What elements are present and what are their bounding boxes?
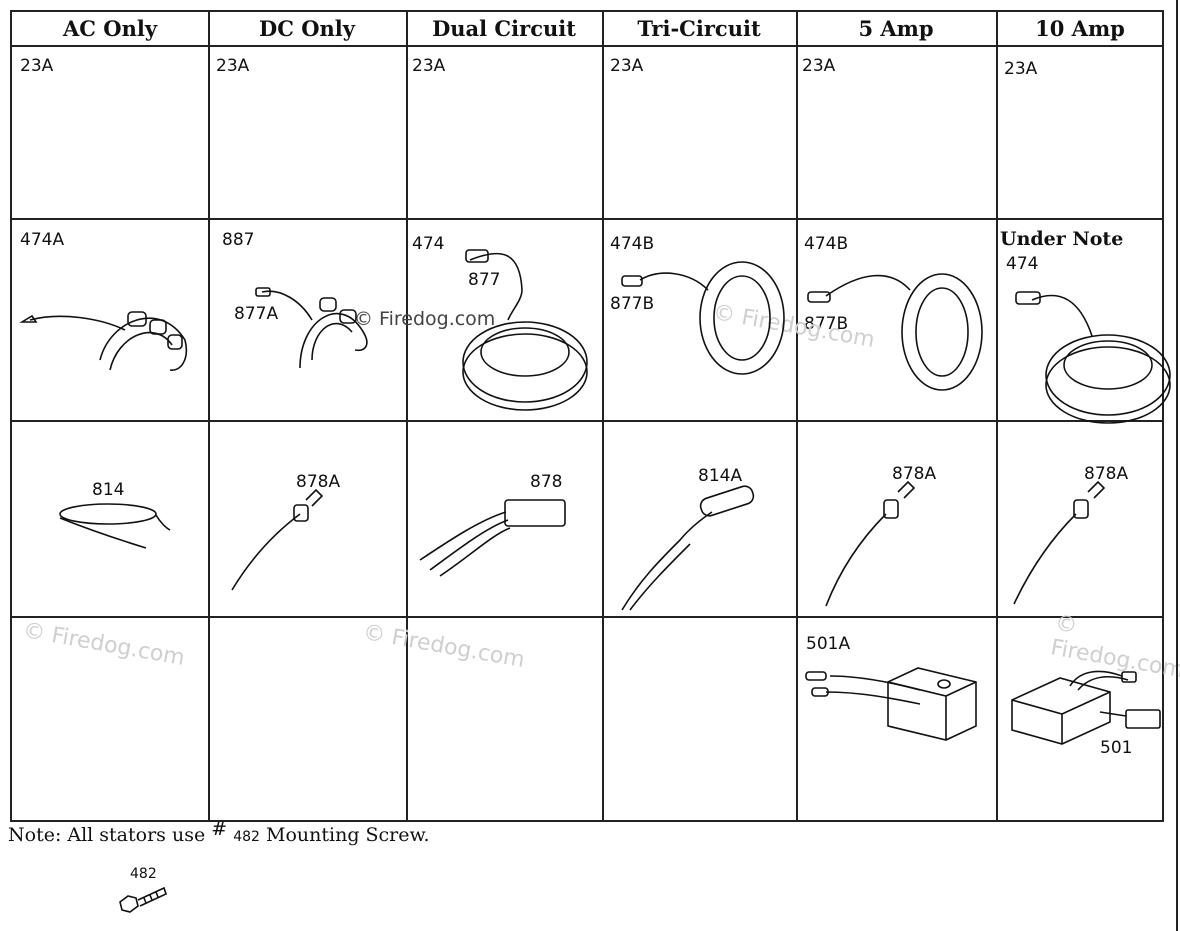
part-number-label: 23A xyxy=(610,56,644,76)
connector-878a-drawing xyxy=(231,488,324,591)
part-number-label: 887 xyxy=(222,230,255,250)
column-divider xyxy=(996,12,998,820)
note-number: 482 xyxy=(233,829,260,845)
part-number-label: 501 xyxy=(1100,738,1133,758)
part-number-label: 474A xyxy=(20,230,65,250)
note-prefix: Note: All stators use xyxy=(8,824,206,846)
watermark: © Firedog.com xyxy=(354,308,496,330)
part-number-label: 23A xyxy=(216,56,250,76)
header-10-amp: 10 Amp xyxy=(1035,16,1125,41)
column-divider xyxy=(602,12,604,820)
row-divider xyxy=(12,218,1162,220)
header-5-amp: 5 Amp xyxy=(858,16,934,41)
part-number-label: 877A xyxy=(234,304,279,324)
header-dc-only: DC Only xyxy=(259,16,355,41)
screw-part-number: 482 xyxy=(130,866,157,882)
connector-878a-drawing xyxy=(1013,480,1106,605)
part-number-label: 23A xyxy=(20,56,54,76)
mounting-screw-note: Note: All stators use # 482 Mounting Scr… xyxy=(8,818,430,846)
part-number-label: 474B xyxy=(804,234,849,254)
stator-474b-drawing xyxy=(621,261,785,375)
part-number-label: Under Note xyxy=(1000,228,1124,250)
mounting-screw-drawing xyxy=(119,886,167,913)
part-number-label: 877B xyxy=(804,314,849,334)
stator-887-drawing xyxy=(255,287,368,369)
part-number-label: 878A xyxy=(892,464,937,484)
wire-814-drawing xyxy=(59,503,171,549)
column-divider xyxy=(796,12,798,820)
note-suffix: Mounting Screw. xyxy=(266,824,430,846)
part-number-label: 878 xyxy=(530,472,563,492)
header-ac-only: AC Only xyxy=(62,16,158,41)
header-dual-circuit: Dual Circuit xyxy=(432,16,576,41)
wire-814a-drawing xyxy=(621,485,755,611)
page-edge-line xyxy=(1176,0,1178,931)
part-number-label: 878A xyxy=(1084,464,1129,484)
part-number-label: 23A xyxy=(802,56,836,76)
header-tri-circuit: Tri-Circuit xyxy=(637,16,761,41)
column-divider xyxy=(208,12,210,820)
part-number-label: 878A xyxy=(296,472,341,492)
note-hash: # xyxy=(211,818,228,840)
parts-table: AC Only DC Only Dual Circuit Tri-Circuit… xyxy=(10,10,1180,822)
row-divider xyxy=(12,45,1162,47)
stator-474-10amp-drawing xyxy=(1015,291,1171,424)
part-number-label: 474 xyxy=(1006,254,1039,274)
stator-474-drawing xyxy=(462,249,588,411)
row-divider xyxy=(12,616,1162,618)
part-number-label: 23A xyxy=(412,56,446,76)
column-divider xyxy=(406,12,408,820)
row-divider xyxy=(12,420,1162,422)
part-number-label: 474B xyxy=(610,234,655,254)
part-number-label: 877 xyxy=(468,270,501,290)
stator-474a-drawing xyxy=(19,311,188,371)
part-number-label: 501A xyxy=(806,634,851,654)
part-number-label: 474 xyxy=(412,234,445,254)
part-number-label: 877B xyxy=(610,294,655,314)
part-number-label: 814A xyxy=(698,466,743,486)
stator-474b-drawing xyxy=(807,273,983,391)
regulator-501-drawing xyxy=(1011,670,1161,745)
connector-878-drawing xyxy=(419,499,566,577)
regulator-501a-drawing xyxy=(805,667,977,741)
part-number-label: 814 xyxy=(92,480,125,500)
part-number-label: 23A xyxy=(1004,59,1038,79)
connector-878a-drawing xyxy=(825,480,916,607)
